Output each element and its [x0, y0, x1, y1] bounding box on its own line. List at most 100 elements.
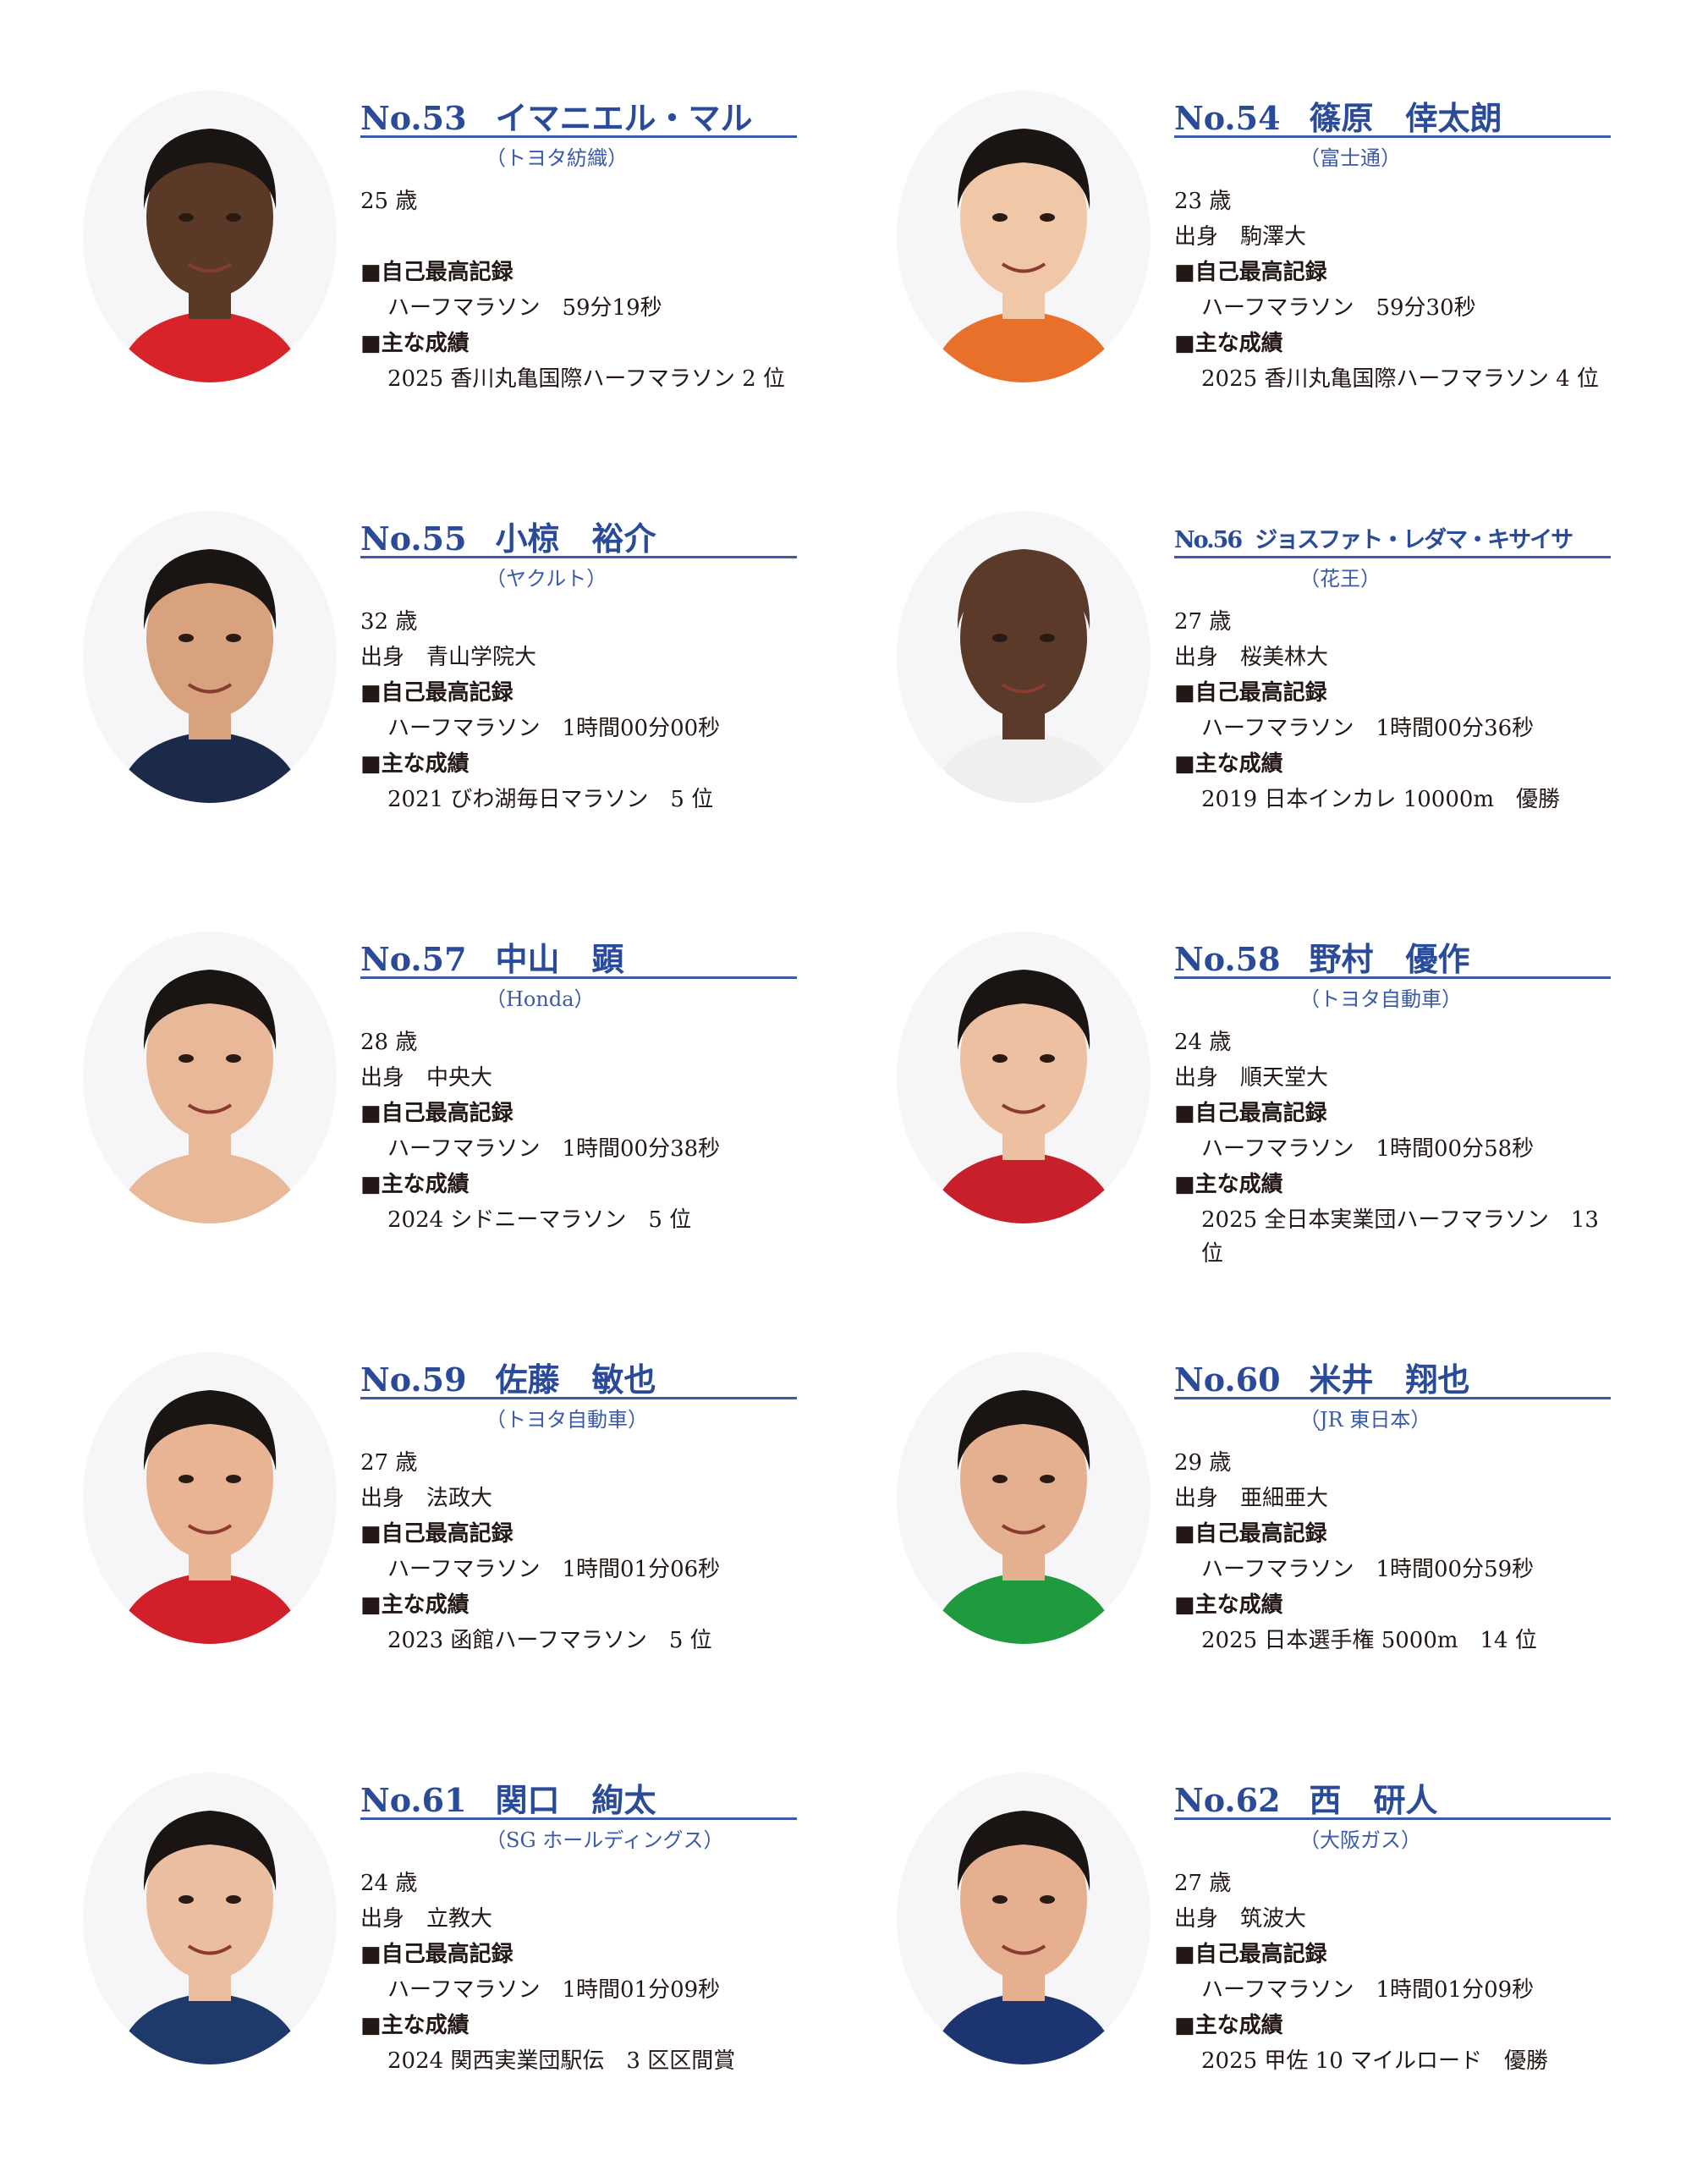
portrait-icon — [897, 1352, 1151, 1644]
athlete-title: No.62 西 研人 — [1174, 1774, 1611, 1819]
bib-number: No.55 — [360, 520, 467, 558]
main-result: 2024 シドニーマラソン 5 位 — [387, 1207, 692, 1233]
team-name: （トヨタ自動車） — [1299, 987, 1462, 1011]
origin-school: 出身 桜美林大 — [1174, 645, 1329, 670]
title-divider — [1174, 976, 1611, 979]
bib-number: No.54 — [1174, 99, 1281, 137]
results-heading: ■主な成績 — [1174, 1172, 1283, 1197]
main-result: 2025 甲佐 10 マイルロード 優勝 — [1201, 2048, 1549, 2074]
origin-school: 出身 筑波大 — [1174, 1906, 1307, 1932]
athlete-name: 西 研人 — [1309, 1781, 1438, 1819]
results-heading: ■主な成績 — [360, 751, 470, 777]
bib-number: No.53 — [360, 99, 467, 137]
portrait-icon — [83, 1773, 337, 2064]
results-heading: ■主な成績 — [360, 331, 470, 356]
athlete-title: No.60 米井 翔也 — [1174, 1354, 1611, 1399]
bib-number: No.60 — [1174, 1361, 1281, 1399]
record-heading: ■自己最高記録 — [1174, 260, 1327, 285]
age: 24 歳 — [1174, 1030, 1232, 1055]
bib-number: No.61 — [360, 1781, 467, 1819]
athlete-name: 小椋 裕介 — [495, 520, 656, 558]
personal-best: ハーフマラソン 1時間00分38秒 — [387, 1136, 721, 1162]
bib-number: No.57 — [360, 940, 467, 978]
record-heading: ■自己最高記録 — [1174, 1101, 1327, 1126]
title-divider — [1174, 1817, 1611, 1820]
team-name: （富士通） — [1299, 146, 1401, 170]
athlete-name: 佐藤 敏也 — [495, 1361, 656, 1399]
age: 32 歳 — [360, 609, 418, 635]
origin-school: 出身 青山学院大 — [360, 645, 537, 670]
bib-number: No.59 — [360, 1361, 467, 1399]
portrait-icon — [83, 91, 337, 382]
personal-best: ハーフマラソン 1時間00分59秒 — [1201, 1557, 1535, 1582]
portrait-icon — [897, 932, 1151, 1223]
athlete-photo — [897, 932, 1151, 1223]
athlete-title: No.54 篠原 倖太朗 — [1174, 92, 1611, 137]
record-heading: ■自己最高記録 — [360, 260, 513, 285]
athlete-name: ジョスファト・レダマ・キサイサ — [1255, 527, 1573, 553]
team-name: （JR 東日本） — [1299, 1408, 1431, 1432]
athlete-photo — [83, 1352, 337, 1644]
portrait-icon — [83, 511, 337, 803]
personal-best: ハーフマラソン 59分19秒 — [387, 295, 662, 321]
origin-school: 出身 立教大 — [360, 1906, 493, 1932]
athlete-photo — [83, 91, 337, 382]
record-heading: ■自己最高記録 — [360, 680, 513, 706]
results-heading: ■主な成績 — [360, 1592, 470, 1618]
athlete-title: No.53 イマニエル・マル — [360, 92, 797, 137]
record-heading: ■自己最高記録 — [360, 1942, 513, 1967]
age: 23 歳 — [1174, 189, 1232, 214]
athlete-name: 米井 翔也 — [1309, 1361, 1470, 1399]
results-heading: ■主な成績 — [360, 2013, 470, 2038]
athlete-title: No.61 関口 絢太 — [360, 1774, 797, 1819]
title-divider — [1174, 1397, 1611, 1399]
personal-best: ハーフマラソン 1時間00分58秒 — [1201, 1136, 1535, 1162]
personal-best: ハーフマラソン 1時間00分00秒 — [387, 716, 721, 741]
portrait-icon — [83, 932, 337, 1223]
athlete-photo — [897, 91, 1151, 382]
record-heading: ■自己最高記録 — [1174, 1942, 1327, 1967]
portrait-icon — [897, 511, 1151, 803]
age: 28 歳 — [360, 1030, 418, 1055]
portrait-icon — [83, 1352, 337, 1644]
age: 25 歳 — [360, 189, 418, 214]
athlete-card: No.53 イマニエル・マル （トヨタ紡織） 25 歳 ■自己最高記録 ハーフマラ… — [83, 91, 810, 429]
bib-number: No.62 — [1174, 1781, 1281, 1819]
title-divider — [360, 135, 797, 138]
record-heading: ■自己最高記録 — [360, 1521, 513, 1547]
age: 29 歳 — [1174, 1450, 1232, 1476]
athlete-name: イマニエル・マル — [495, 99, 753, 137]
athlete-photo — [897, 1352, 1151, 1644]
record-heading: ■自己最高記録 — [1174, 680, 1327, 706]
team-name: （トヨタ紡織） — [486, 146, 628, 170]
age: 24 歳 — [360, 1871, 418, 1896]
origin-school: 出身 法政大 — [360, 1486, 493, 1511]
main-result: 2025 香川丸亀国際ハーフマラソン 4 位 — [1201, 366, 1599, 392]
main-result: 2025 香川丸亀国際ハーフマラソン 2 位 — [387, 366, 785, 392]
athlete-name: 中山 顕 — [495, 940, 624, 978]
main-result: 2019 日本インカレ 10000m 優勝 — [1201, 787, 1561, 812]
athlete-title: No.55 小椋 裕介 — [360, 513, 797, 558]
team-name: （Honda） — [486, 987, 595, 1011]
team-name: （花王） — [1299, 567, 1381, 591]
record-heading: ■自己最高記録 — [1174, 1521, 1327, 1547]
athlete-name: 野村 優作 — [1309, 940, 1470, 978]
athlete-title: No.57 中山 顕 — [360, 933, 797, 978]
athlete-name: 篠原 倖太朗 — [1309, 99, 1502, 137]
main-result: 2024 関西実業団駅伝 3 区区間賞 — [387, 2048, 736, 2074]
athlete-photo — [83, 511, 337, 803]
title-divider — [360, 1397, 797, 1399]
results-heading: ■主な成績 — [1174, 1592, 1283, 1618]
athlete-photo — [897, 511, 1151, 803]
athlete-name: 関口 絢太 — [495, 1781, 656, 1819]
results-heading: ■主な成績 — [1174, 331, 1283, 356]
results-heading: ■主な成績 — [1174, 751, 1283, 777]
athlete-photo — [83, 932, 337, 1223]
